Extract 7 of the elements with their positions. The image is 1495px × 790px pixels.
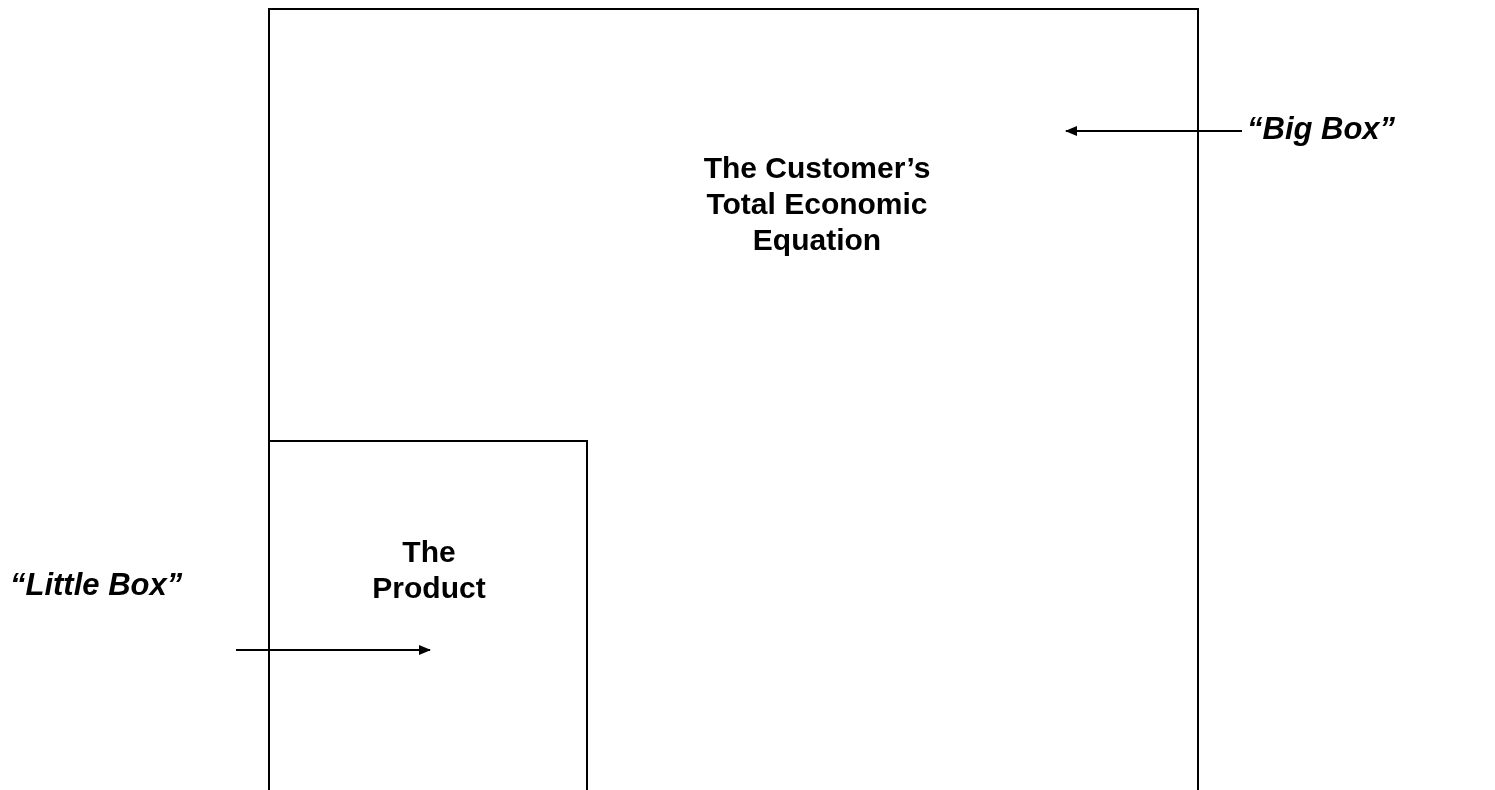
leader-arrow: [1065, 126, 1243, 136]
leader-arrow: [235, 645, 431, 655]
rectangle-box: [268, 440, 588, 790]
box-title: The Product: [371, 534, 487, 606]
box-title: The Customer’s Total Economic Equation: [702, 150, 932, 258]
callout-label: “Big Box”: [1247, 110, 1396, 148]
callout-label: “Little Box”: [10, 566, 183, 604]
